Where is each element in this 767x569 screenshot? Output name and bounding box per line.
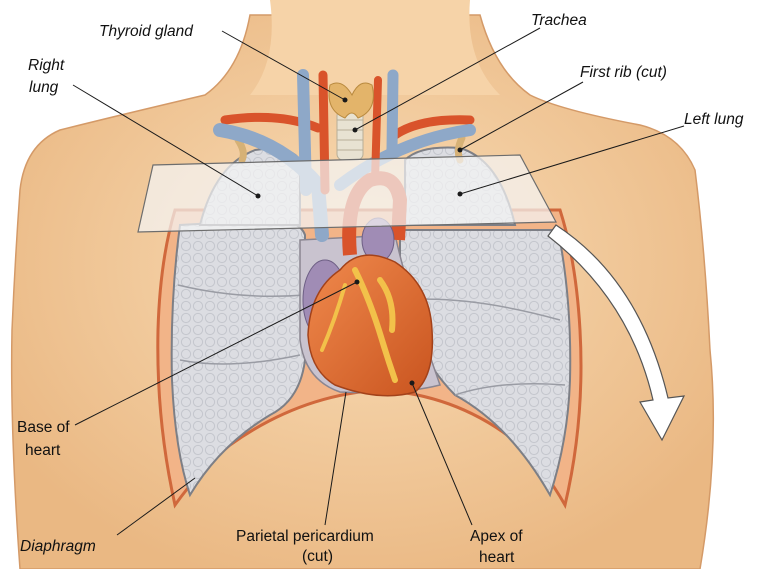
leader-trachea-dot: [353, 128, 358, 133]
leader-left-lung-dot: [458, 192, 463, 197]
label-parietal-pericardium-line1: Parietal pericardium: [236, 528, 374, 545]
label-parietal-pericardium-line2: (cut): [302, 548, 333, 565]
label-diaphragm: Diaphragm: [20, 538, 96, 555]
label-base-of-heart-line1: Base of: [17, 419, 70, 436]
leader-right-lung-dot: [256, 194, 261, 199]
leader-first-rib-dot: [458, 148, 463, 153]
label-thyroid-gland: Thyroid gland: [99, 23, 194, 40]
leader-thyroid-dot: [343, 98, 348, 103]
label-trachea: Trachea: [531, 12, 587, 29]
jugular-vein-left: [392, 75, 393, 150]
label-base-of-heart-line2: heart: [25, 442, 61, 459]
leader-apex-dot: [410, 381, 415, 386]
label-apex-of-heart-line2: heart: [479, 549, 515, 566]
transverse-plane: [138, 155, 556, 232]
label-left-lung: Left lung: [684, 111, 744, 128]
label-apex-of-heart-line1: Apex of: [470, 528, 523, 545]
label-right-lung-line2: lung: [29, 79, 59, 96]
label-right-lung-line1: Right: [28, 57, 65, 74]
label-first-rib: First rib (cut): [580, 64, 667, 81]
leader-base-dot: [355, 280, 360, 285]
